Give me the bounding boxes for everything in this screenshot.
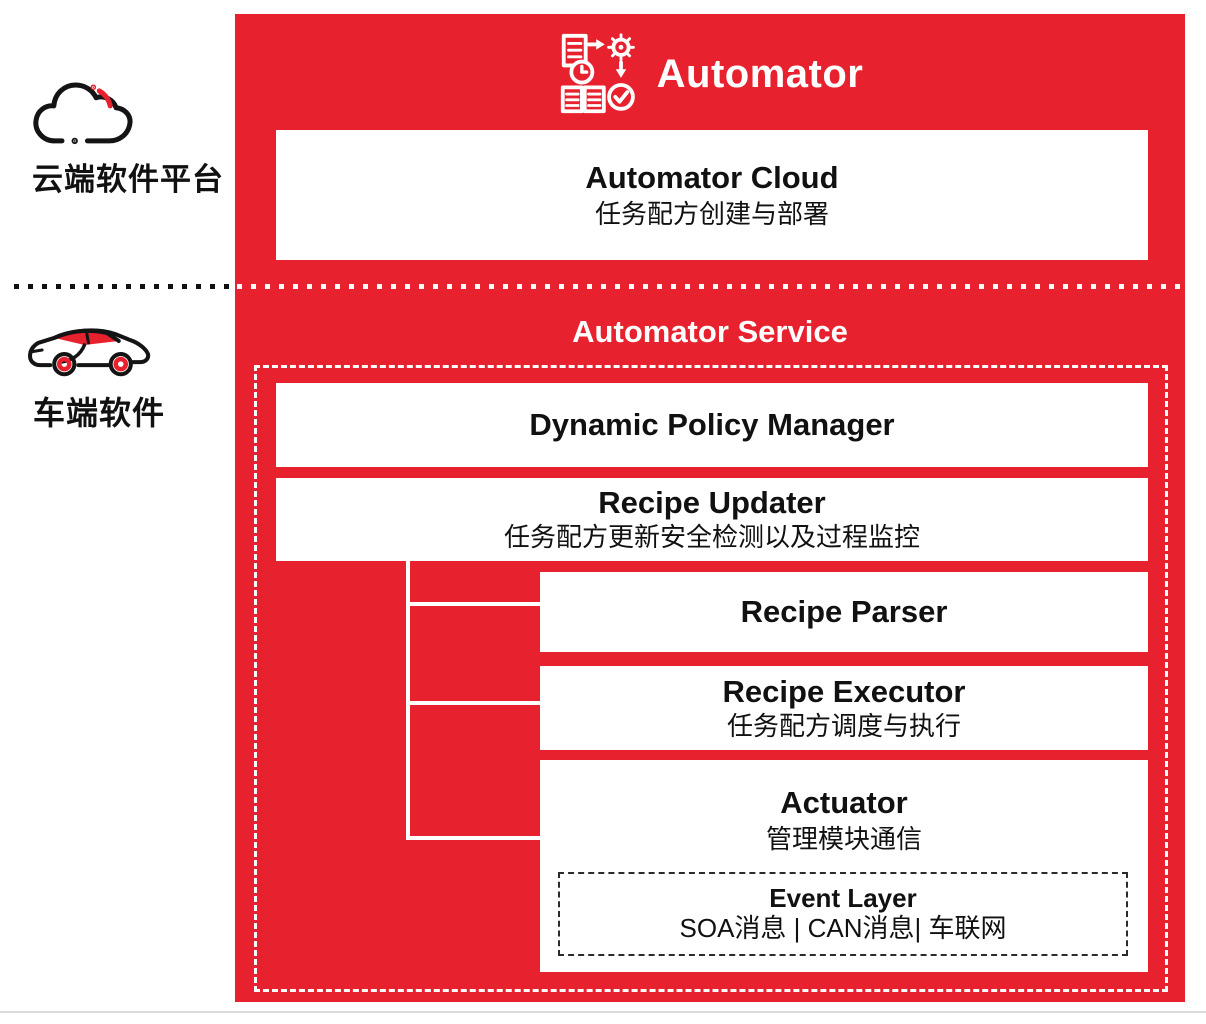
connector-vertical-line: [406, 561, 410, 840]
automator-service-title: Automator Service: [572, 314, 848, 349]
recipe-executor-title: Recipe Executor: [722, 673, 966, 709]
recipe-updater-title: Recipe Updater: [598, 485, 826, 520]
recipe-updater-box: Recipe Updater 任务配方更新安全检测以及过程监控: [276, 478, 1148, 561]
recipe-executor-subtitle: 任务配方调度与执行: [726, 710, 961, 741]
dynamic-policy-manager-title: Dynamic Policy Manager: [529, 406, 895, 442]
recipe-updater-subtitle: 任务配方更新安全检测以及过程监控: [503, 522, 920, 553]
vehicle-software-label: 车端软件: [33, 395, 166, 431]
automator-panel: Automator Automator Cloud 任务配方创建与部署 Auto…: [235, 14, 1185, 1002]
event-layer-title: Event Layer: [769, 882, 917, 913]
automator-cloud-title: Automator Cloud: [585, 159, 839, 195]
separator-dotted-line-white: [237, 284, 1181, 289]
actuator-box: Actuator 管理模块通信 Event Layer SOA消息 | CAN消…: [540, 760, 1148, 972]
connector-to-recipe-executor: [406, 701, 540, 705]
recipe-executor-box: Recipe Executor 任务配方调度与执行: [540, 666, 1148, 750]
dynamic-policy-manager-box: Dynamic Policy Manager: [276, 383, 1148, 467]
separator-dotted-line-black: [14, 284, 235, 289]
event-layer-subtitle: SOA消息 | CAN消息| 车联网: [679, 913, 1007, 944]
event-layer-box: Event Layer SOA消息 | CAN消息| 车联网: [558, 872, 1128, 956]
automator-header: Automator: [235, 32, 1185, 116]
recipe-parser-title: Recipe Parser: [740, 593, 948, 629]
cloud-icon: [33, 82, 133, 145]
automation-workflow-icon: [560, 33, 635, 114]
automator-cloud-box: Automator Cloud 任务配方创建与部署: [276, 130, 1148, 260]
recipe-parser-box: Recipe Parser: [540, 572, 1148, 652]
connector-to-recipe-parser: [406, 602, 540, 606]
page-bottom-divider: [0, 1011, 1206, 1013]
actuator-title: Actuator: [780, 785, 908, 820]
automator-cloud-subtitle: 任务配方创建与部署: [594, 198, 829, 229]
service-dashed-frame: [254, 365, 1168, 992]
connector-to-actuator: [406, 836, 540, 840]
panel-title: Automator: [656, 51, 864, 96]
cloud-platform-label: 云端软件平台: [32, 162, 224, 197]
car-icon: [28, 328, 151, 377]
actuator-subtitle: 管理模块通信: [765, 824, 922, 855]
